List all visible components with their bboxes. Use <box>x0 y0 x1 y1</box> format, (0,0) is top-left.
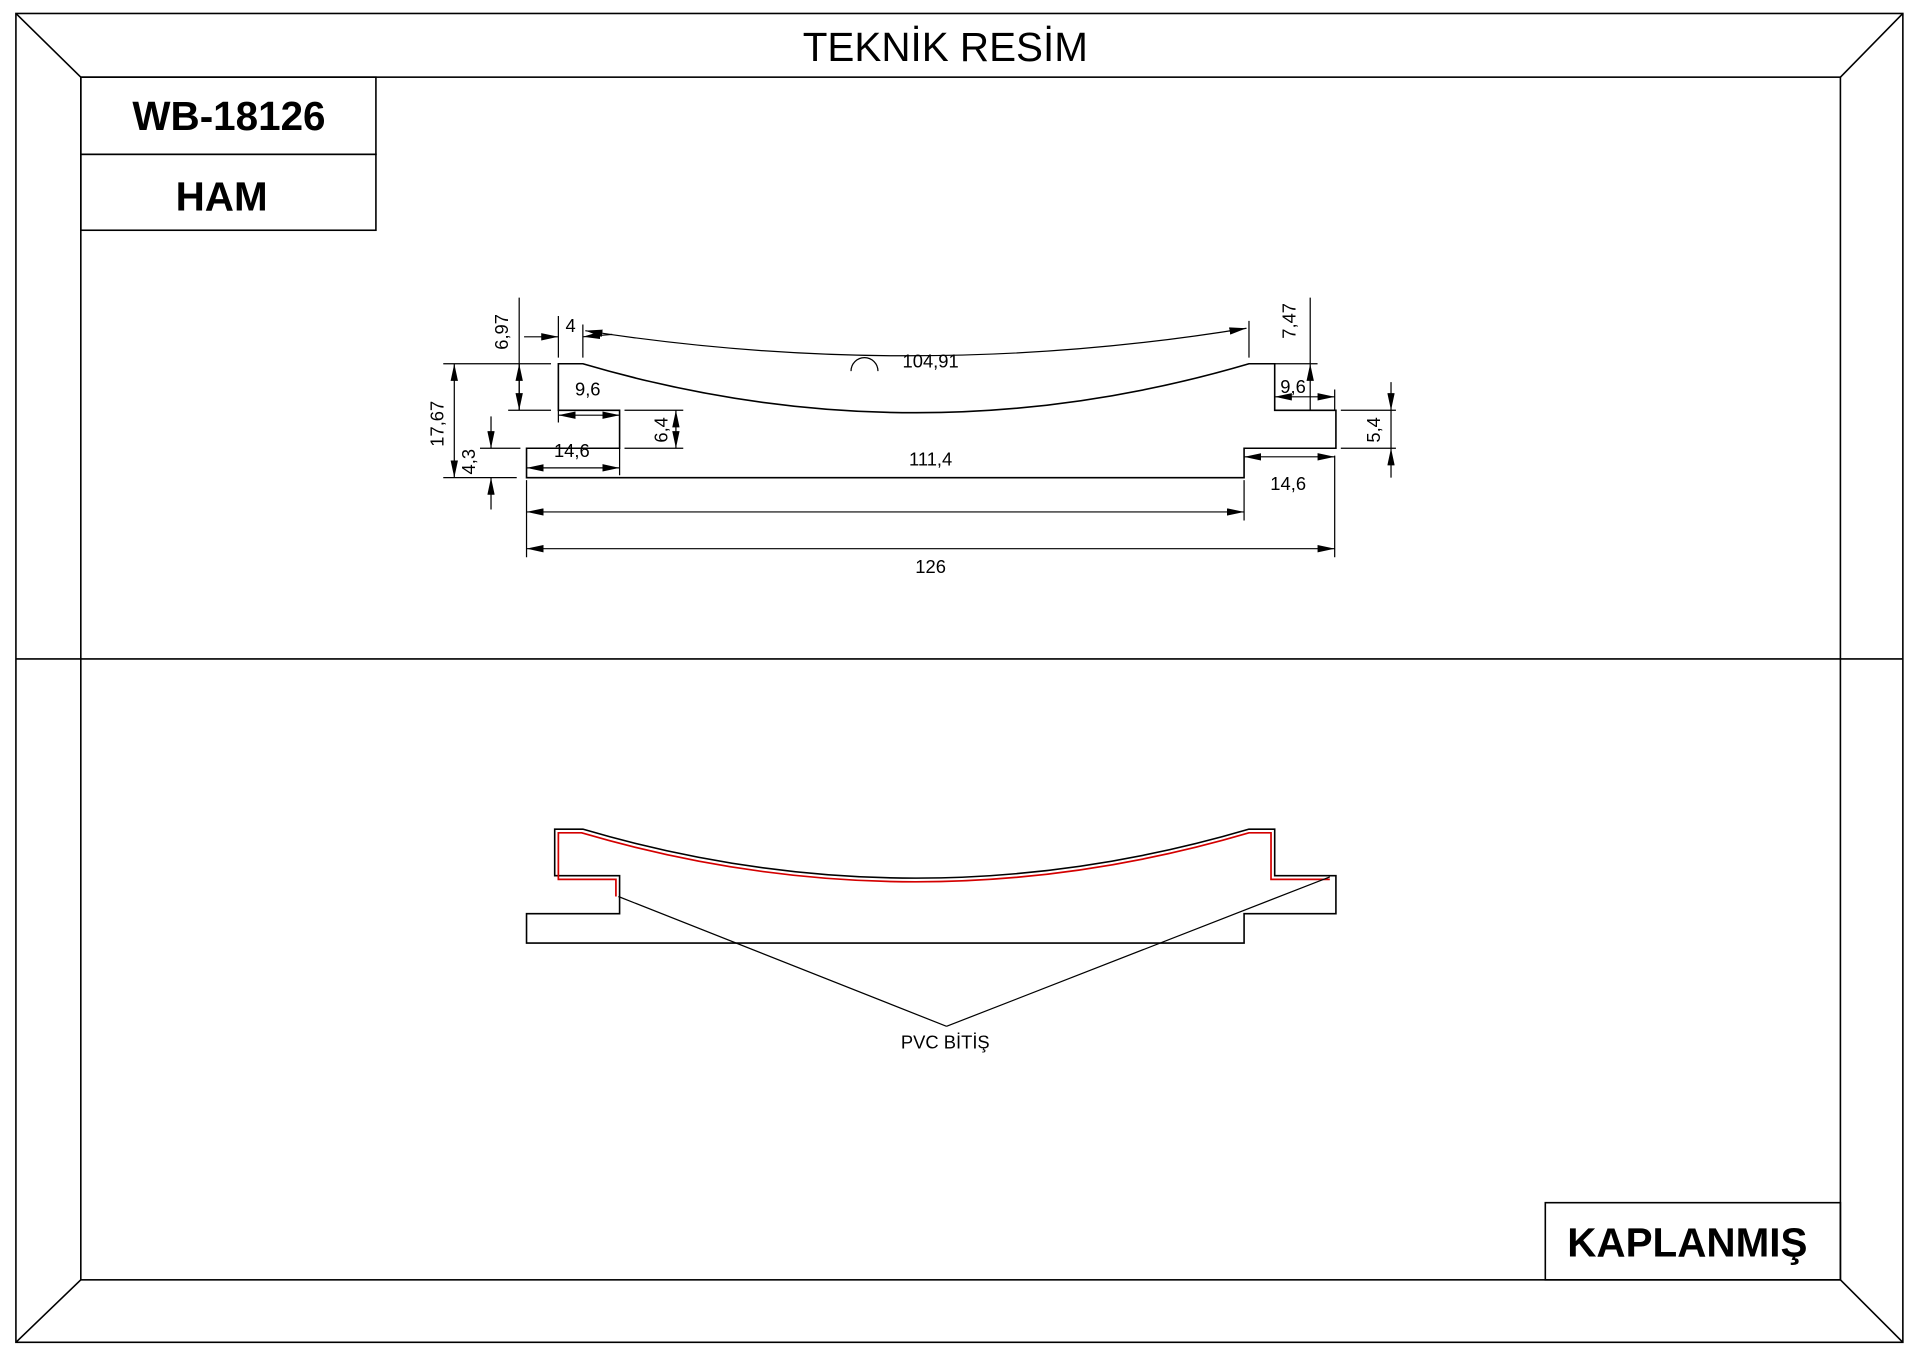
dim-6-4: 6,4 <box>650 417 671 443</box>
dim-6-97: 6,97 <box>491 314 512 350</box>
dim-5-4: 5,4 <box>1363 417 1384 443</box>
drawing-frame <box>15 12 1904 1344</box>
dim-7-47: 7,47 <box>1279 303 1300 339</box>
dim-9-6-left: 9,6 <box>575 379 601 400</box>
product-code-box: WB-18126 <box>80 76 377 156</box>
raw-label-box: HAM <box>80 153 377 232</box>
dimension-labels: 6,97 4 104,91 7,47 9,6 5,4 14,6 9,6 6,4 … <box>426 303 1384 577</box>
coated-label: KAPLANMIŞ <box>1567 1220 1807 1266</box>
dim-9-6-right: 9,6 <box>1280 376 1306 397</box>
dimension-lines <box>443 297 1396 558</box>
dim-111-4: 111,4 <box>909 448 952 469</box>
dim-14-6-right: 14,6 <box>1270 473 1306 494</box>
dim-4: 4 <box>566 315 576 336</box>
drawing-title: TEKNİK RESİM <box>803 24 1088 70</box>
dim-17-67: 17,67 <box>426 401 447 447</box>
pvc-leader-lines <box>618 876 1331 1027</box>
pvc-coating <box>557 831 1330 897</box>
dim-126: 126 <box>915 556 946 577</box>
dim-14-6-left: 14,6 <box>554 440 590 461</box>
profile-raw <box>525 362 1337 479</box>
raw-label: HAM <box>176 174 268 220</box>
profile-coated <box>525 828 1337 944</box>
coated-label-box: KAPLANMIŞ <box>1544 1201 1842 1281</box>
dim-4-3: 4,3 <box>458 449 479 475</box>
dim-arc-length: 104,91 <box>903 350 959 371</box>
product-code: WB-18126 <box>132 93 325 139</box>
pvc-annotation: PVC BİTİŞ <box>901 1031 990 1052</box>
